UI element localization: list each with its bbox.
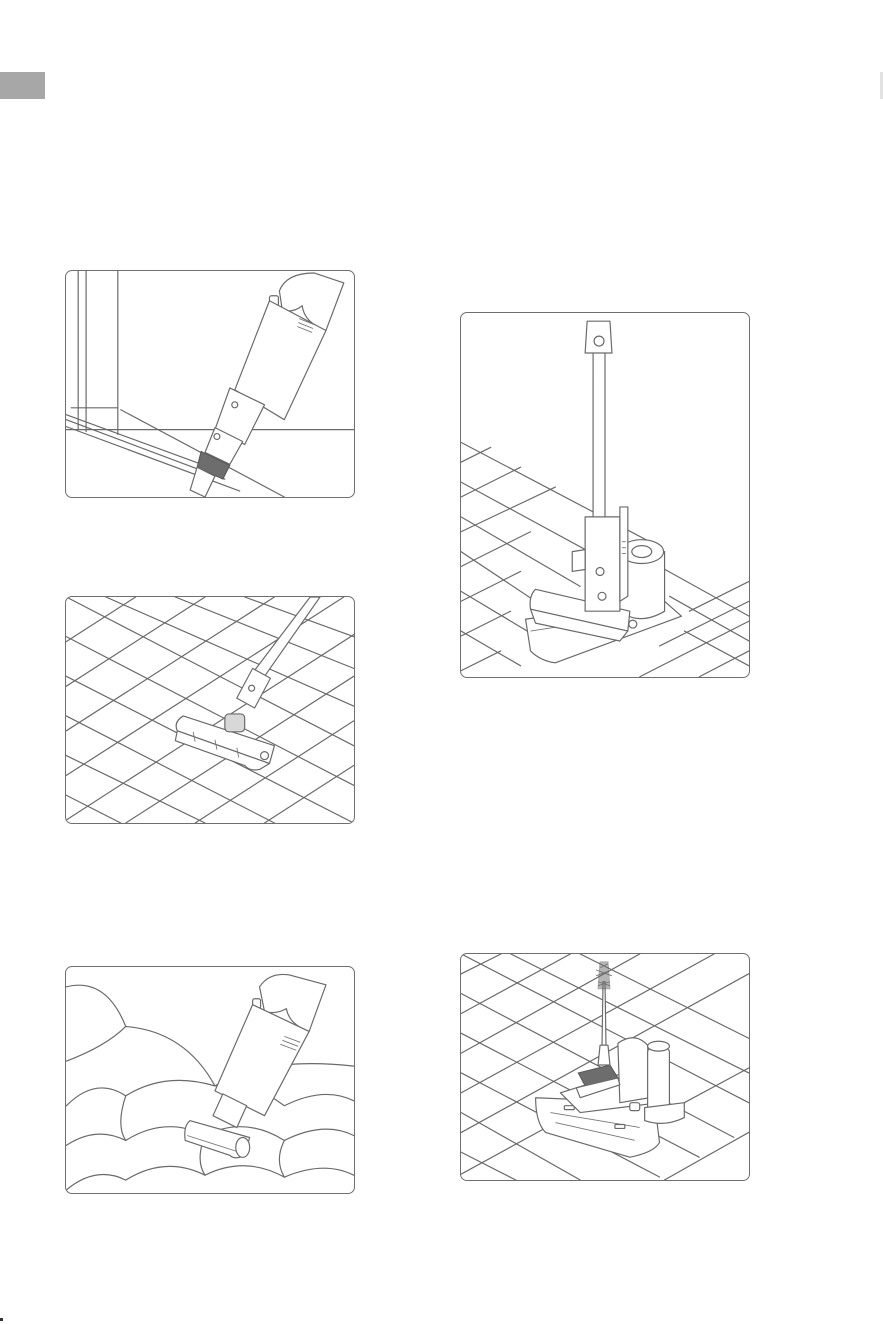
dock-cleaning-illustration [460,953,750,1181]
crevice-tool-illustration [65,270,355,498]
cleaning-tool-illustration-icon [461,954,749,1180]
charging-base-illustration-icon [461,313,749,677]
page-corner-mark [0,1318,3,1321]
floor-brush-illustration-icon [66,597,354,823]
language-tab-marker [0,72,45,99]
charging-dock-illustration [460,312,750,678]
crevice-nozzle-illustration-icon [66,271,354,497]
floor-brush-illustration [65,596,355,824]
mini-motorized-brush-illustration-icon [66,967,354,1193]
mini-brush-illustration [65,966,355,1194]
